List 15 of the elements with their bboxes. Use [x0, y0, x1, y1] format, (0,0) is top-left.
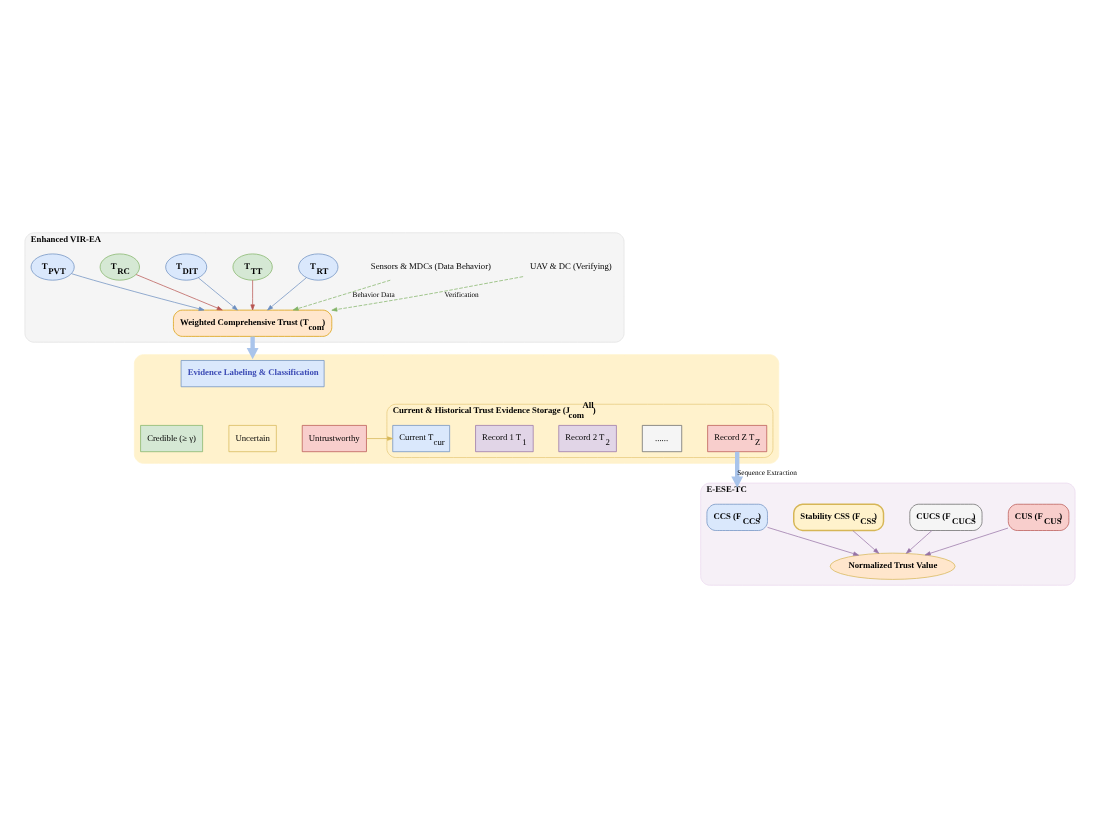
arrow [731, 451, 744, 488]
arrow [767, 527, 859, 556]
cluster [134, 354, 780, 464]
arrow [366, 436, 393, 441]
arrow [906, 530, 933, 554]
arrow [924, 527, 1009, 556]
arrow [267, 277, 307, 311]
arrow [135, 274, 223, 311]
arrow [331, 276, 524, 312]
arrow [198, 277, 238, 311]
arrow [71, 273, 205, 311]
arrow [292, 279, 391, 311]
arrow [250, 279, 255, 311]
arrow [852, 530, 880, 554]
arrow [246, 336, 259, 360]
